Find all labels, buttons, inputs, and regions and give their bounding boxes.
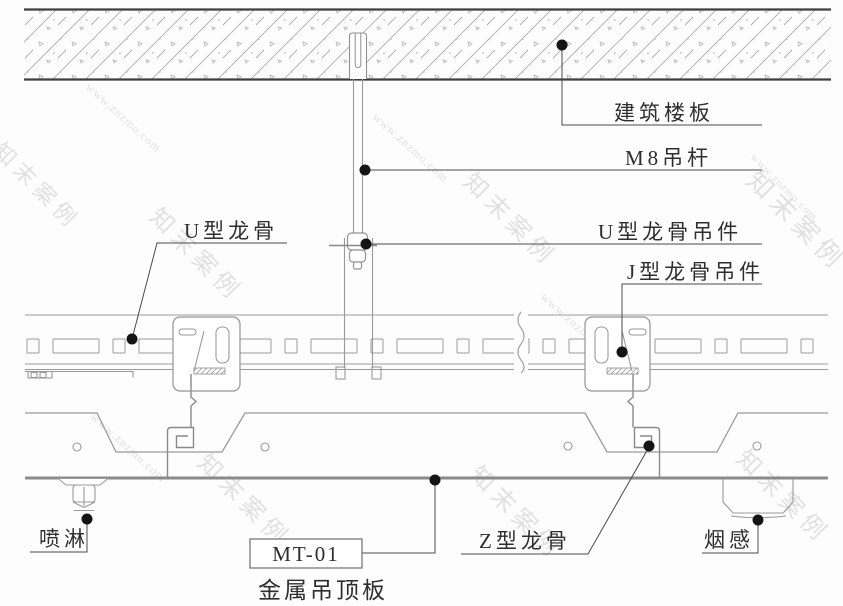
keel-slot xyxy=(370,338,384,354)
keel-slot xyxy=(52,338,100,354)
right-z-keel xyxy=(626,374,634,428)
dot-smoke-detector xyxy=(752,514,764,526)
leader-smoke-detector xyxy=(702,520,759,554)
label-z-keel: Z型龙骨 xyxy=(479,529,571,553)
keel-slot xyxy=(542,338,556,354)
left-keel-bracket xyxy=(172,316,241,427)
label-m8-rod: M8吊杆 xyxy=(625,146,712,170)
keel-slot xyxy=(482,338,530,354)
anchor-bolt xyxy=(348,32,368,79)
keel-slot-row xyxy=(26,338,814,354)
panel-hole xyxy=(260,442,270,452)
metal-ceiling-panel xyxy=(25,412,828,480)
label-smoke-detector: 烟感 xyxy=(704,528,754,552)
panel-hole xyxy=(563,441,573,451)
keel-slot xyxy=(112,338,126,354)
leader-z-keel xyxy=(461,446,650,555)
keel-slot xyxy=(284,338,298,354)
leader-building-slab xyxy=(561,45,762,126)
hanger-nut-lower xyxy=(348,249,367,263)
keel-slot xyxy=(26,338,40,354)
label-u-keel: U型龙骨 xyxy=(184,219,278,243)
break-line xyxy=(514,310,528,374)
building-slab xyxy=(24,8,831,81)
right-keel-bracket xyxy=(584,316,651,428)
watermark-text: www.znzmo.com xyxy=(88,410,169,485)
u-keel-rail xyxy=(25,314,828,379)
u-keel-hanger-strap xyxy=(329,232,382,380)
label-u-keel-hanger: U型龙骨吊件 xyxy=(598,220,742,244)
label-panel-code: MT-01 xyxy=(272,542,340,566)
keel-slot xyxy=(740,338,788,354)
watermark-text: www.znzmo.com xyxy=(370,110,451,185)
watermark-text: 知末案例 xyxy=(458,168,562,272)
keel-slot xyxy=(396,338,444,354)
keel-slot xyxy=(654,338,702,354)
annotation-leaders xyxy=(30,39,764,555)
dot-m8-rod xyxy=(359,164,371,176)
label-panel-name: 金属吊顶板 xyxy=(258,578,388,603)
keel-slot xyxy=(456,338,470,354)
dot-panel-code xyxy=(429,474,441,486)
keel-slot xyxy=(310,338,358,354)
left-z-keel xyxy=(190,374,198,427)
dot-z-keel xyxy=(643,440,655,452)
keel-slot xyxy=(714,338,728,354)
leader-sprinkler xyxy=(30,519,88,553)
leader-j-keel-hanger xyxy=(621,283,762,352)
label-j-keel-hanger: J型龙骨吊件 xyxy=(627,260,764,284)
watermark-text: 知末案例 xyxy=(192,449,296,553)
dot-sprinkler xyxy=(81,513,93,525)
dot-u-keel xyxy=(126,333,138,345)
watermark-text: 知末案例 xyxy=(0,138,85,235)
m8-hanger-rod xyxy=(352,79,364,238)
right-panel-joint xyxy=(633,426,661,478)
dot-j-keel-hanger xyxy=(616,346,628,358)
watermark-layer: www.znzmo.com知末案例www.znzmo.com知末案例www.zn… xyxy=(0,80,843,565)
panel-code-tag: MT-01 xyxy=(249,538,363,569)
label-building-slab: 建筑楼板 xyxy=(614,101,714,125)
dot-u-keel-hanger xyxy=(360,238,372,250)
left-panel-joint xyxy=(166,426,195,478)
dot-building-slab xyxy=(556,39,568,51)
keel-slot xyxy=(800,338,814,354)
panel-hole xyxy=(752,441,762,451)
watermark-text: www.znzmo.com xyxy=(83,80,164,155)
annotation-labels: 建筑楼板 M8吊杆 U型龙骨吊件 J型龙骨吊件 U型龙骨 喷淋 Z型龙骨 烟感 … xyxy=(39,101,764,603)
label-sprinkler: 喷淋 xyxy=(39,527,89,551)
leader-u-keel xyxy=(131,242,287,340)
leader-panel-code xyxy=(362,480,436,554)
sprinkler-head xyxy=(56,478,110,512)
panel-hole xyxy=(72,442,82,452)
